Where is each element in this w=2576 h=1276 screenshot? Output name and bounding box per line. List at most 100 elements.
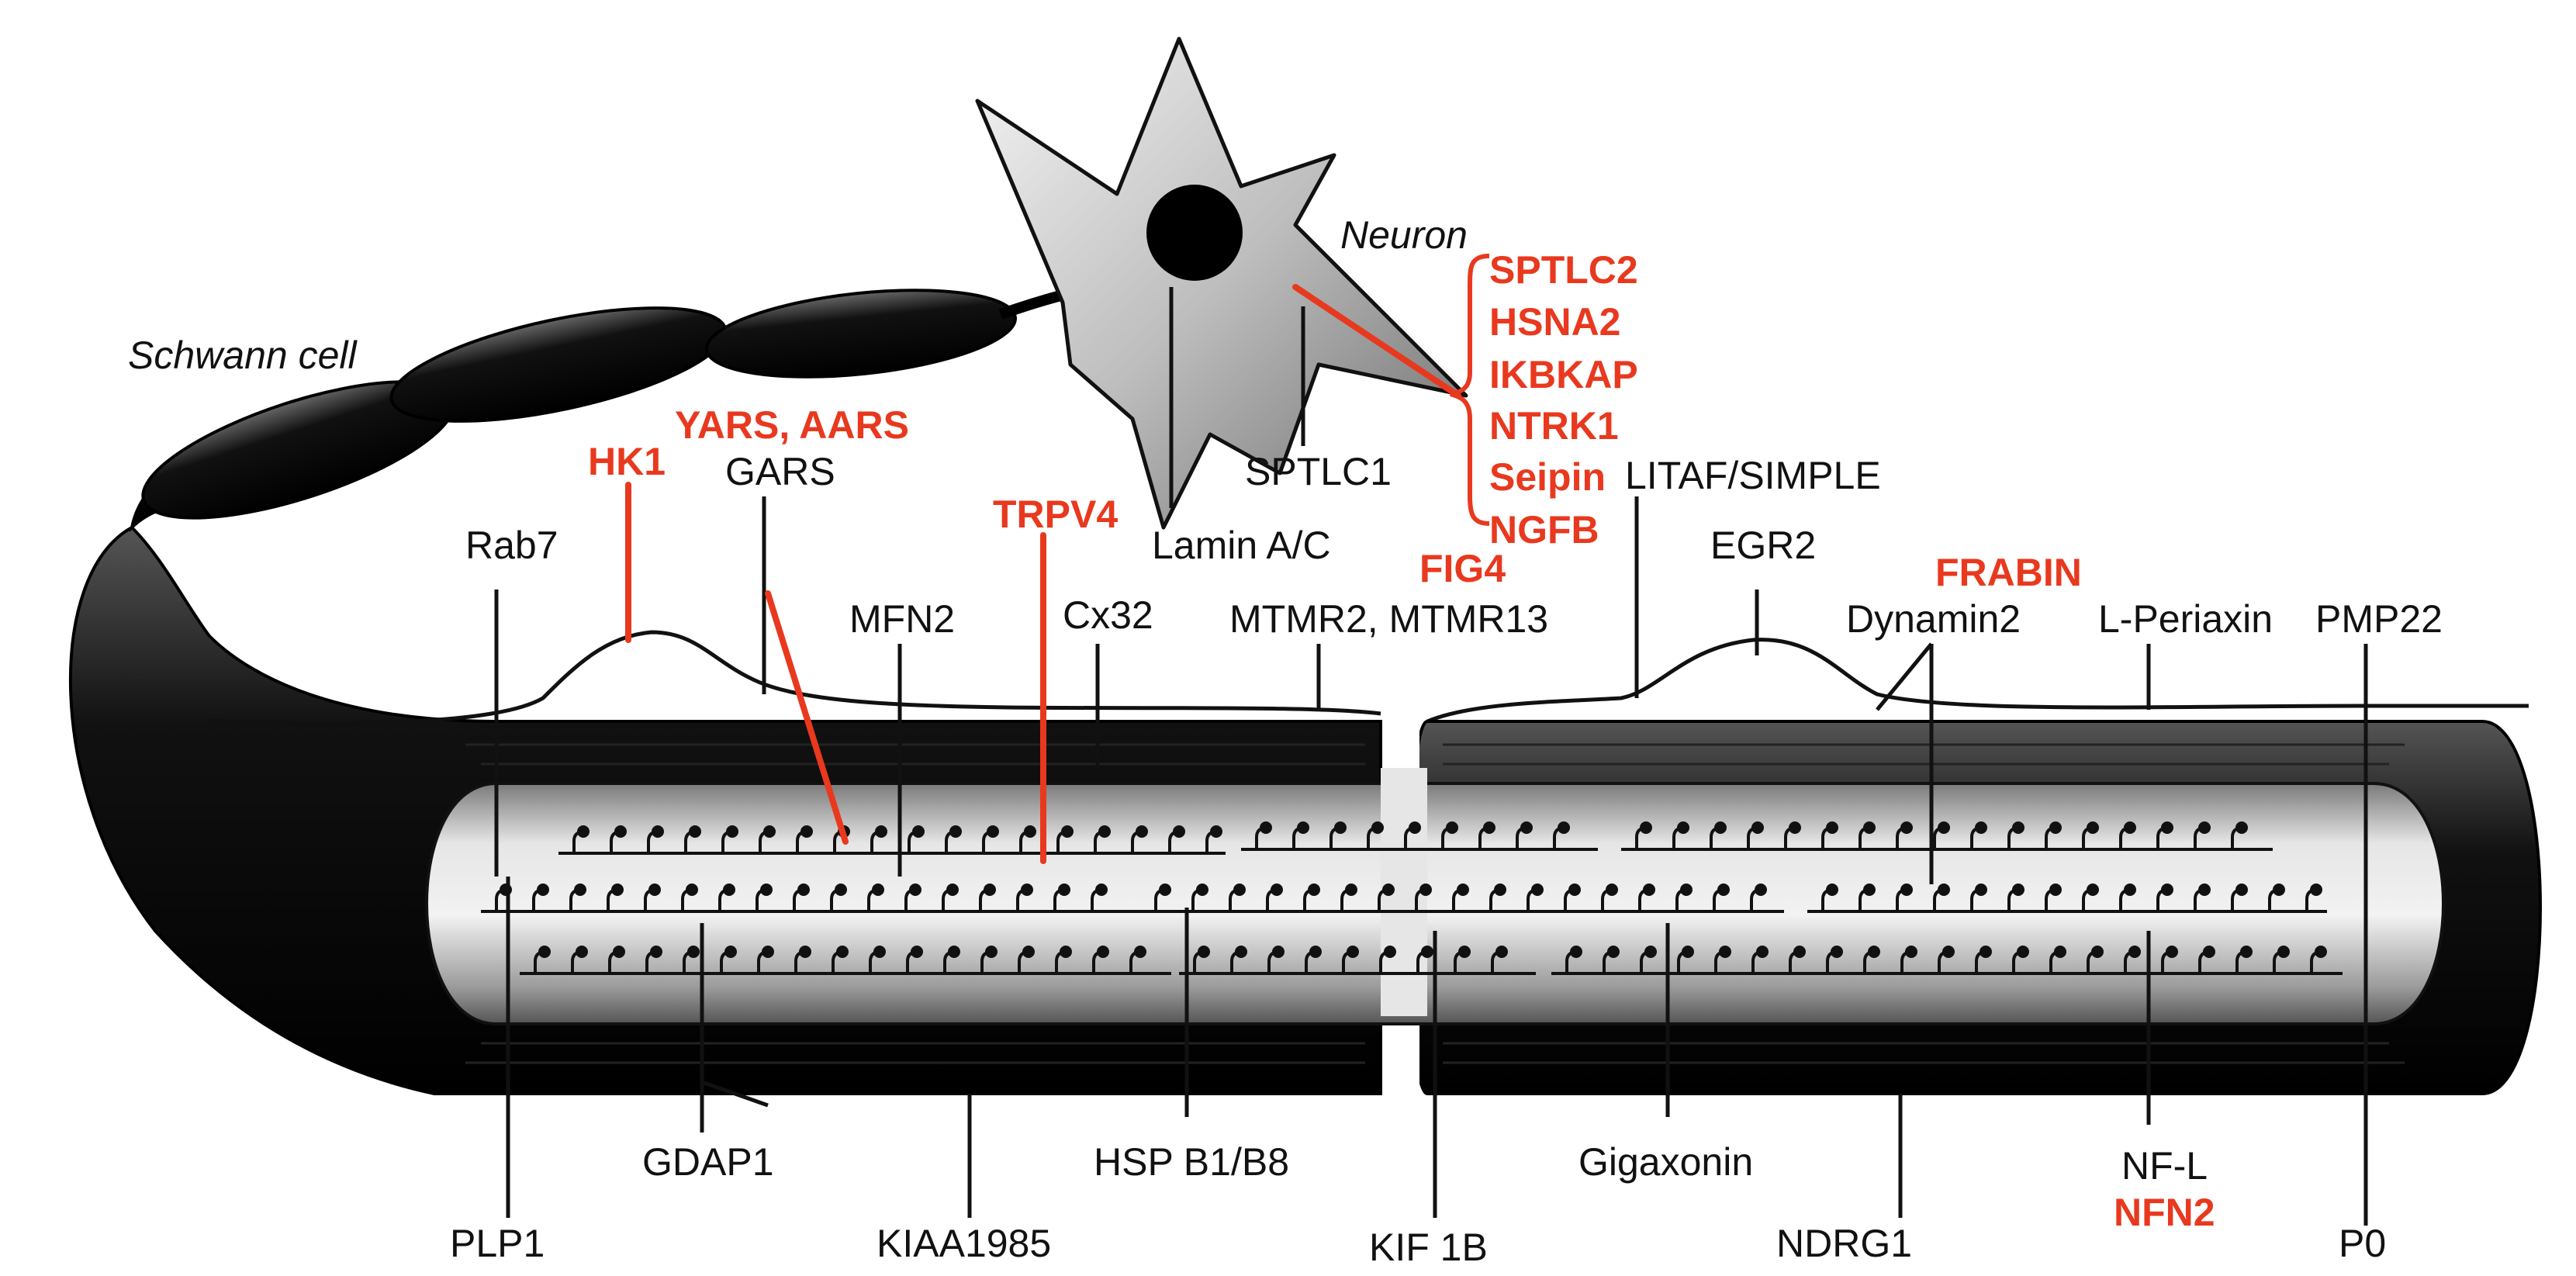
side-arm-head [1975, 884, 1987, 896]
label-neuron: Neuron [1340, 213, 1468, 257]
gene-nf-l: NF-L [2121, 1144, 2208, 1188]
side-arm-head [2203, 946, 2215, 958]
side-arm-head [909, 884, 921, 896]
side-arm-head [1060, 946, 1072, 958]
side-arm-head [1022, 946, 1035, 958]
side-arm-head [985, 946, 998, 958]
side-arm-head [723, 884, 735, 896]
gene-p0: P0 [2339, 1222, 2386, 1265]
gene-mfn2: MFN2 [849, 597, 955, 641]
side-arm-head [2161, 821, 2173, 834]
side-arm-head [2017, 946, 2029, 958]
side-arm-head [1483, 821, 1495, 834]
side-arm-head [1568, 884, 1581, 896]
side-arm-head [1831, 946, 1843, 958]
side-arm-head [611, 884, 624, 896]
side-arm-head [1677, 821, 1689, 834]
side-arm-head [835, 884, 847, 896]
side-arm-head [613, 946, 625, 958]
gene-litaf: LITAF/SIMPLE [1625, 454, 1881, 497]
side-arm-head [1643, 884, 1655, 896]
side-arm-head [1755, 884, 1767, 896]
side-arm-head [537, 884, 549, 896]
side-arm-head [1235, 946, 1247, 958]
side-arm-head [1868, 946, 1880, 958]
gene-ndrg1: NDRG1 [1776, 1222, 1912, 1265]
side-arm-head [1714, 821, 1727, 834]
side-arm-head [1682, 946, 1694, 958]
gene-sptlc2: SPTLC2 [1489, 248, 1638, 292]
side-arm-head [1345, 884, 1357, 896]
side-arm-head [686, 884, 698, 896]
side-arm-head [987, 825, 999, 838]
schwann-membrane-right [1426, 638, 2529, 724]
side-arm-head [2091, 946, 2104, 958]
gene-trpv4: TRPV4 [993, 493, 1118, 536]
side-arm-head [538, 946, 551, 958]
side-arm-head [687, 946, 700, 958]
side-arm-head [1136, 825, 1148, 838]
side-arm-head [1570, 946, 1582, 958]
side-arm-head [577, 825, 590, 838]
side-arm-head [2277, 946, 2290, 958]
side-arm-head [1260, 821, 1272, 834]
side-arm-head [1495, 946, 1508, 958]
side-arm-head [872, 884, 884, 896]
side-arm-head [1271, 884, 1283, 896]
side-arm-head [1159, 884, 1171, 896]
gene-ikbkap: IKBKAP [1489, 353, 1638, 396]
side-arm-head [797, 884, 810, 896]
label-schwann-cell: Schwann cell [128, 334, 358, 377]
myelin-lamellae [465, 743, 2405, 1064]
side-arm-head [949, 825, 962, 838]
side-arm-head [2049, 821, 2062, 834]
gene-ntrk1: NTRK1 [1489, 404, 1619, 448]
side-arm-head [1458, 946, 1471, 958]
side-arm-head [1717, 884, 1730, 896]
side-arm-head [1520, 821, 1533, 834]
neuron-gene-brace [1450, 254, 1490, 526]
gene-cx32: Cx32 [1063, 593, 1153, 637]
side-arm-head [1272, 946, 1285, 958]
side-arm-head [2310, 884, 2322, 896]
side-arm-head [2087, 821, 2099, 834]
side-arm-head [1494, 884, 1506, 896]
side-arm-head [1409, 821, 1421, 834]
side-arm-head [984, 884, 996, 896]
side-arm-head [2012, 821, 2024, 834]
side-arm-head [1938, 821, 1950, 834]
side-arm-head [1826, 821, 1838, 834]
gene-mtmr: MTMR2, MTMR13 [1229, 597, 1548, 641]
side-arm-head [875, 825, 887, 838]
side-arm-head [2273, 884, 2285, 896]
side-arm-head [2054, 946, 2066, 958]
gene-gdap1: GDAP1 [642, 1140, 774, 1184]
side-arm-head [1021, 884, 1033, 896]
side-arm-head [1640, 821, 1652, 834]
side-arm-head [1058, 884, 1070, 896]
gene-plp1: PLP1 [450, 1222, 545, 1265]
side-arm-head [1196, 884, 1208, 896]
gene-seipin: Seipin [1489, 455, 1606, 499]
neurofilament-rows [481, 821, 2343, 975]
side-arm-head [1975, 821, 1987, 834]
side-arm-head [2012, 884, 2024, 896]
side-arm-head [1233, 884, 1246, 896]
gene-kif1b: KIF 1B [1369, 1226, 1488, 1269]
side-arm-head [1382, 884, 1395, 896]
side-arm-head [1210, 825, 1222, 838]
side-arm-head [1938, 884, 1950, 896]
gene-gigaxonin: Gigaxonin [1578, 1140, 1753, 1184]
side-arm-head [1419, 884, 1432, 896]
gene-gars: GARS [725, 450, 835, 493]
side-arm-head [1024, 825, 1036, 838]
side-arm-head [1308, 884, 1320, 896]
side-arm-head [2198, 884, 2211, 896]
gene-yars-aars: YARS, AARS [675, 403, 909, 447]
gene-pmp22: PMP22 [2315, 597, 2443, 641]
side-arm-head [1309, 946, 1322, 958]
gene-hk1: HK1 [588, 440, 666, 483]
side-arm-head [1793, 946, 1806, 958]
